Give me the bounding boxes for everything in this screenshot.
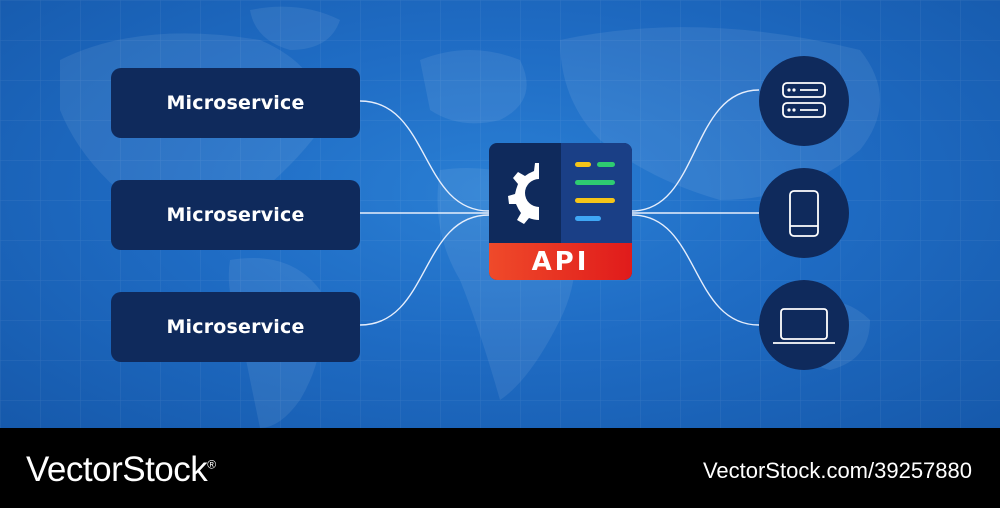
gear-icon <box>508 161 561 225</box>
vectorstock-logo: VectorStock® <box>26 450 216 490</box>
code-line <box>575 162 591 167</box>
connector-top-left <box>359 100 490 212</box>
connector-bottom-left <box>359 214 490 326</box>
microservice-label: Microservice <box>166 204 305 226</box>
client-mobile <box>759 168 849 258</box>
stock-id: VectorStock.com/39257880 <box>702 458 972 483</box>
connector-bottom-right <box>631 214 760 326</box>
connector-top-right <box>631 89 760 212</box>
microservice-node-3: Microservice <box>111 292 360 362</box>
diagram-canvas: Microservice Microservice Microservice A… <box>0 0 1000 428</box>
code-line <box>575 216 601 221</box>
code-line <box>575 198 615 203</box>
microservice-label: Microservice <box>166 316 305 338</box>
footer-bar: VectorStock® VectorStock.com/39257880 <box>0 428 1000 508</box>
code-line <box>597 162 615 167</box>
client-laptop <box>759 280 849 370</box>
server-icon <box>782 82 826 118</box>
brand-name: VectorStock <box>26 450 208 489</box>
microservice-label: Microservice <box>166 92 305 114</box>
registered-mark: ® <box>207 457 216 472</box>
code-line <box>575 180 615 185</box>
laptop-icon <box>773 308 835 344</box>
api-code-panel <box>561 143 632 243</box>
api-label: API <box>531 246 590 277</box>
api-label-bar: API <box>489 243 632 280</box>
mobile-phone-icon <box>789 190 819 237</box>
microservice-node-2: Microservice <box>111 180 360 250</box>
client-server <box>759 56 849 146</box>
connector-lines <box>359 89 760 326</box>
microservice-node-1: Microservice <box>111 68 360 138</box>
api-hub: API <box>489 143 632 280</box>
